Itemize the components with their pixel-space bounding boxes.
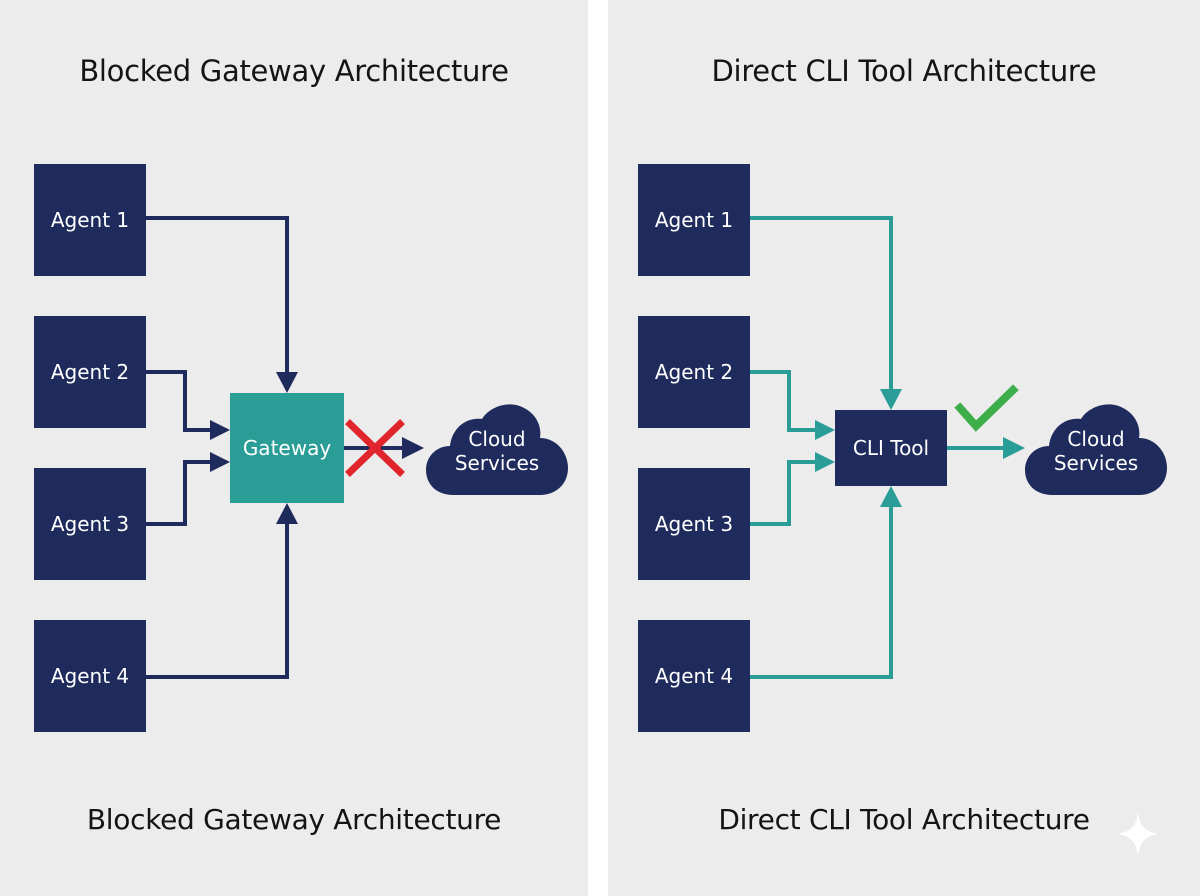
- agent-3-to-gateway-line: [146, 460, 214, 526]
- cloud-label-line1: Cloud: [468, 427, 526, 451]
- arrowhead-agent-4: [276, 503, 298, 524]
- agent-2-to-gateway-line: [146, 370, 214, 432]
- agent-2-to-cli-line: [750, 370, 820, 432]
- agent-1-box: Agent 1: [638, 164, 750, 276]
- agent-4-box: Agent 4: [638, 620, 750, 732]
- cli-tool-label: CLI Tool: [852, 436, 930, 460]
- agent-1-to-cli-line: [750, 216, 893, 392]
- cloud-label-line2: Services: [454, 451, 540, 475]
- agent-2-box: Agent 2: [638, 316, 750, 428]
- agent-3-box: Agent 3: [34, 468, 146, 580]
- arrowhead-cli-to-cloud: [1003, 437, 1025, 459]
- agent-2-label: Agent 2: [654, 360, 734, 384]
- direct-cli-panel: Direct CLI Tool Architecture Agent 1 Age…: [608, 0, 1200, 896]
- right-panel-title: Direct CLI Tool Architecture: [711, 54, 1097, 88]
- cloud-label-line2: Services: [1053, 451, 1139, 475]
- green-check-icon: [954, 384, 1019, 432]
- right-connectors: [750, 216, 1025, 679]
- blocked-gateway-panel: Blocked Gateway Architecture: [0, 0, 588, 896]
- left-panel-caption: Blocked Gateway Architecture: [86, 803, 502, 836]
- agent-3-box: Agent 3: [638, 468, 750, 580]
- arrowhead-agent-3: [210, 452, 230, 472]
- gateway-box: Gateway: [230, 393, 344, 503]
- sparkle-icon: [1118, 812, 1158, 856]
- agent-4-box: Agent 4: [34, 620, 146, 732]
- cloud-services-right: Cloud Services: [1023, 400, 1169, 500]
- arrowhead-gateway-to-cloud: [402, 437, 424, 459]
- arrowhead-agent-1: [276, 372, 298, 393]
- arrowhead-agent-2: [815, 420, 835, 440]
- left-connectors: [146, 216, 424, 679]
- agent-4-to-gateway-line: [146, 520, 289, 679]
- cloud-icon: [1025, 404, 1167, 495]
- agent-1-label: Agent 1: [50, 208, 130, 232]
- agent-1-label: Agent 1: [654, 208, 734, 232]
- agent-2-label: Agent 2: [50, 360, 130, 384]
- arrowhead-agent-4: [880, 486, 902, 507]
- agent-1-to-gateway-line: [146, 216, 289, 376]
- cloud-icon: [426, 404, 568, 495]
- agent-1-box: Agent 1: [34, 164, 146, 276]
- agent-3-label: Agent 3: [50, 512, 130, 536]
- agent-4-label: Agent 4: [50, 664, 130, 688]
- arrowhead-agent-3: [815, 452, 835, 472]
- agent-2-box: Agent 2: [34, 316, 146, 428]
- cli-tool-box: CLI Tool: [835, 410, 947, 486]
- right-panel-caption: Direct CLI Tool Architecture: [718, 803, 1090, 836]
- arrowhead-agent-1: [880, 389, 902, 410]
- left-panel-title: Blocked Gateway Architecture: [79, 54, 509, 88]
- agent-4-label: Agent 4: [654, 664, 734, 688]
- arrowhead-agent-2: [210, 420, 230, 440]
- red-x-icon: [345, 419, 405, 477]
- cloud-services-left: Cloud Services: [424, 400, 570, 500]
- cloud-label-line1: Cloud: [1067, 427, 1125, 451]
- gateway-label: Gateway: [242, 436, 332, 460]
- agent-4-to-cli-line: [750, 505, 893, 679]
- agent-3-to-cli-line: [750, 460, 820, 526]
- agent-3-label: Agent 3: [654, 512, 734, 536]
